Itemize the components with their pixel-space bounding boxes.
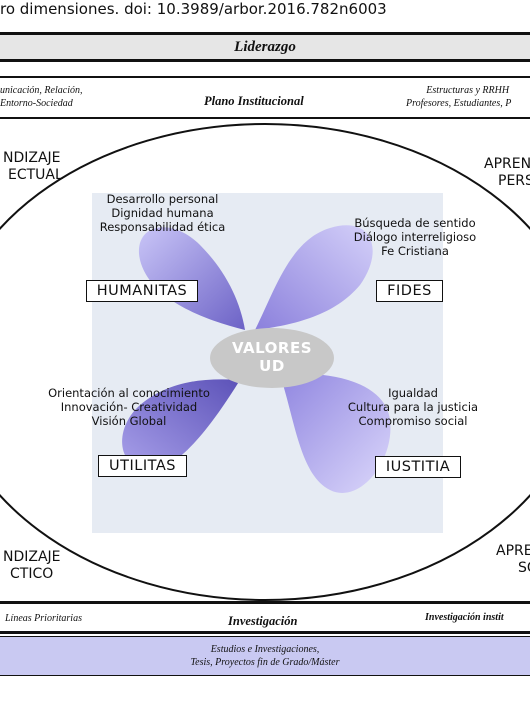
petal-iustitia <box>280 373 391 493</box>
estudios-line2: Tesis, Proyectos fin de Grado/Máster <box>190 657 340 668</box>
liderazgo-label: Liderazgo <box>234 39 296 55</box>
iustitia-line: Igualdad <box>388 386 438 400</box>
estudios-band: Estudios e Investigaciones, Tesis, Proye… <box>0 636 530 676</box>
humanitas-line: Dignidad humana <box>111 206 214 220</box>
petal-humanitas <box>138 227 245 330</box>
corner-top-left: NDIZAJE ECTUAL <box>0 150 63 184</box>
investigacion-top-line <box>0 601 530 604</box>
fides-description: Búsqueda de sentido Diálogo interreligio… <box>340 216 490 258</box>
investigacion-institucional-label: Investigación instit <box>425 612 504 623</box>
investigacion-label: Investigación <box>228 614 298 628</box>
corner-top-right: APREN PERS <box>484 156 530 190</box>
values-diagram <box>0 123 530 601</box>
utilitas-line: Orientación al conocimiento <box>48 386 210 400</box>
fides-line: Fe Cristiana <box>381 244 449 258</box>
humanitas-line: Desarrollo personal <box>106 192 219 206</box>
citation-text: ro dimensiones. doi: 10.3989/arbor.2016.… <box>0 0 387 18</box>
plano-left-line2: Entorno-Sociedad <box>0 98 73 109</box>
utilitas-label: UTILITAS <box>98 455 187 477</box>
plano-left-line1: unicación, Relación, <box>0 85 83 96</box>
plano-left-text: unicación, Relación, Entorno-Sociedad <box>0 84 82 110</box>
plano-center-label: Plano Institucional <box>204 94 304 108</box>
iustitia-line: Cultura para la justicia <box>347 400 479 414</box>
plano-right-line1: Estructuras y RRHH <box>426 85 510 96</box>
iustitia-line: Compromiso social <box>358 414 468 428</box>
utilitas-line: Innovación- Creatividad <box>60 400 198 414</box>
plano-bottom-line <box>0 117 530 119</box>
humanitas-description: Desarrollo personal Dignidad humana Resp… <box>90 192 235 234</box>
corner-bottom-right-line1: APRE <box>496 543 530 559</box>
corner-bottom-left: NDIZAJE CTICO <box>0 549 61 583</box>
corner-bottom-left-line1: NDIZAJE <box>3 549 61 565</box>
fides-line: Búsqueda de sentido <box>354 216 476 230</box>
estudios-line1: Estudios e Investigaciones, <box>210 644 320 655</box>
humanitas-label: HUMANITAS <box>86 280 198 302</box>
investigacion-bottom-line <box>0 631 530 634</box>
center-label-line1: VALORES <box>231 339 313 357</box>
liderazgo-band: Liderazgo <box>0 32 530 62</box>
iustitia-description: Igualdad Cultura para la justicia Compro… <box>340 386 486 428</box>
utilitas-line: Visión Global <box>91 414 167 428</box>
corner-bottom-left-line2: CTICO <box>10 566 54 582</box>
humanitas-line: Responsabilidad ética <box>99 220 226 234</box>
petal-fides <box>255 225 373 330</box>
corner-bottom-right: APRE SO <box>496 543 530 577</box>
plano-right-line2: Profesores, Estudiantes, P <box>406 98 512 109</box>
corner-top-right-line2: PERS <box>498 173 530 189</box>
corner-top-left-line2: ECTUAL <box>8 167 63 183</box>
plano-top-line <box>0 76 530 78</box>
fides-line: Diálogo interreligioso <box>353 230 477 244</box>
center-label-line2: UD <box>259 357 285 375</box>
outer-ellipse <box>0 123 530 601</box>
petal-utilitas <box>122 379 240 470</box>
iustitia-label: IUSTITIA <box>375 456 461 478</box>
center-label: VALORES UD <box>210 339 334 375</box>
utilitas-description: Orientación al conocimiento Innovación- … <box>44 386 214 428</box>
lineas-prioritarias-label: Líneas Prioritarias <box>5 613 82 624</box>
corner-top-right-line1: APREN <box>484 156 530 172</box>
corner-bottom-right-line2: SO <box>518 560 530 576</box>
corner-top-left-line1: NDIZAJE <box>3 150 61 166</box>
center-oval <box>210 328 334 388</box>
fides-label: FIDES <box>376 280 443 302</box>
plano-right-text: Estructuras y RRHH Profesores, Estudiant… <box>406 84 511 110</box>
